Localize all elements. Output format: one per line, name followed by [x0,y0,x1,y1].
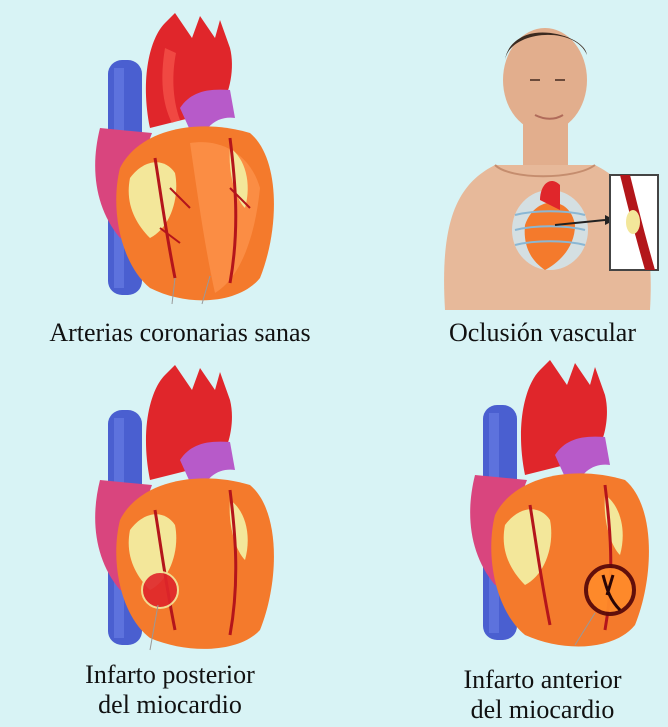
man-torso-illustration [435,25,660,310]
heart-illustration-anterior [455,355,665,655]
caption-occlusion: Oclusión vascular [420,318,665,348]
caption-healthy: Arterias coronarias sanas [20,318,340,348]
panel-torso [435,25,660,310]
panel-healthy-heart [80,8,290,308]
caption-posterior-infarct: Infarto posterior del miocardio [20,660,320,720]
heart-illustration-posterior [80,360,290,655]
caption-anterior-infarct: Infarto anterior del miocardio [420,665,665,725]
infarct-circle-posterior [142,572,178,608]
panel-anterior-infarct [455,355,665,655]
heart-illustration-healthy [80,8,290,308]
panel-posterior-infarct [80,360,290,655]
